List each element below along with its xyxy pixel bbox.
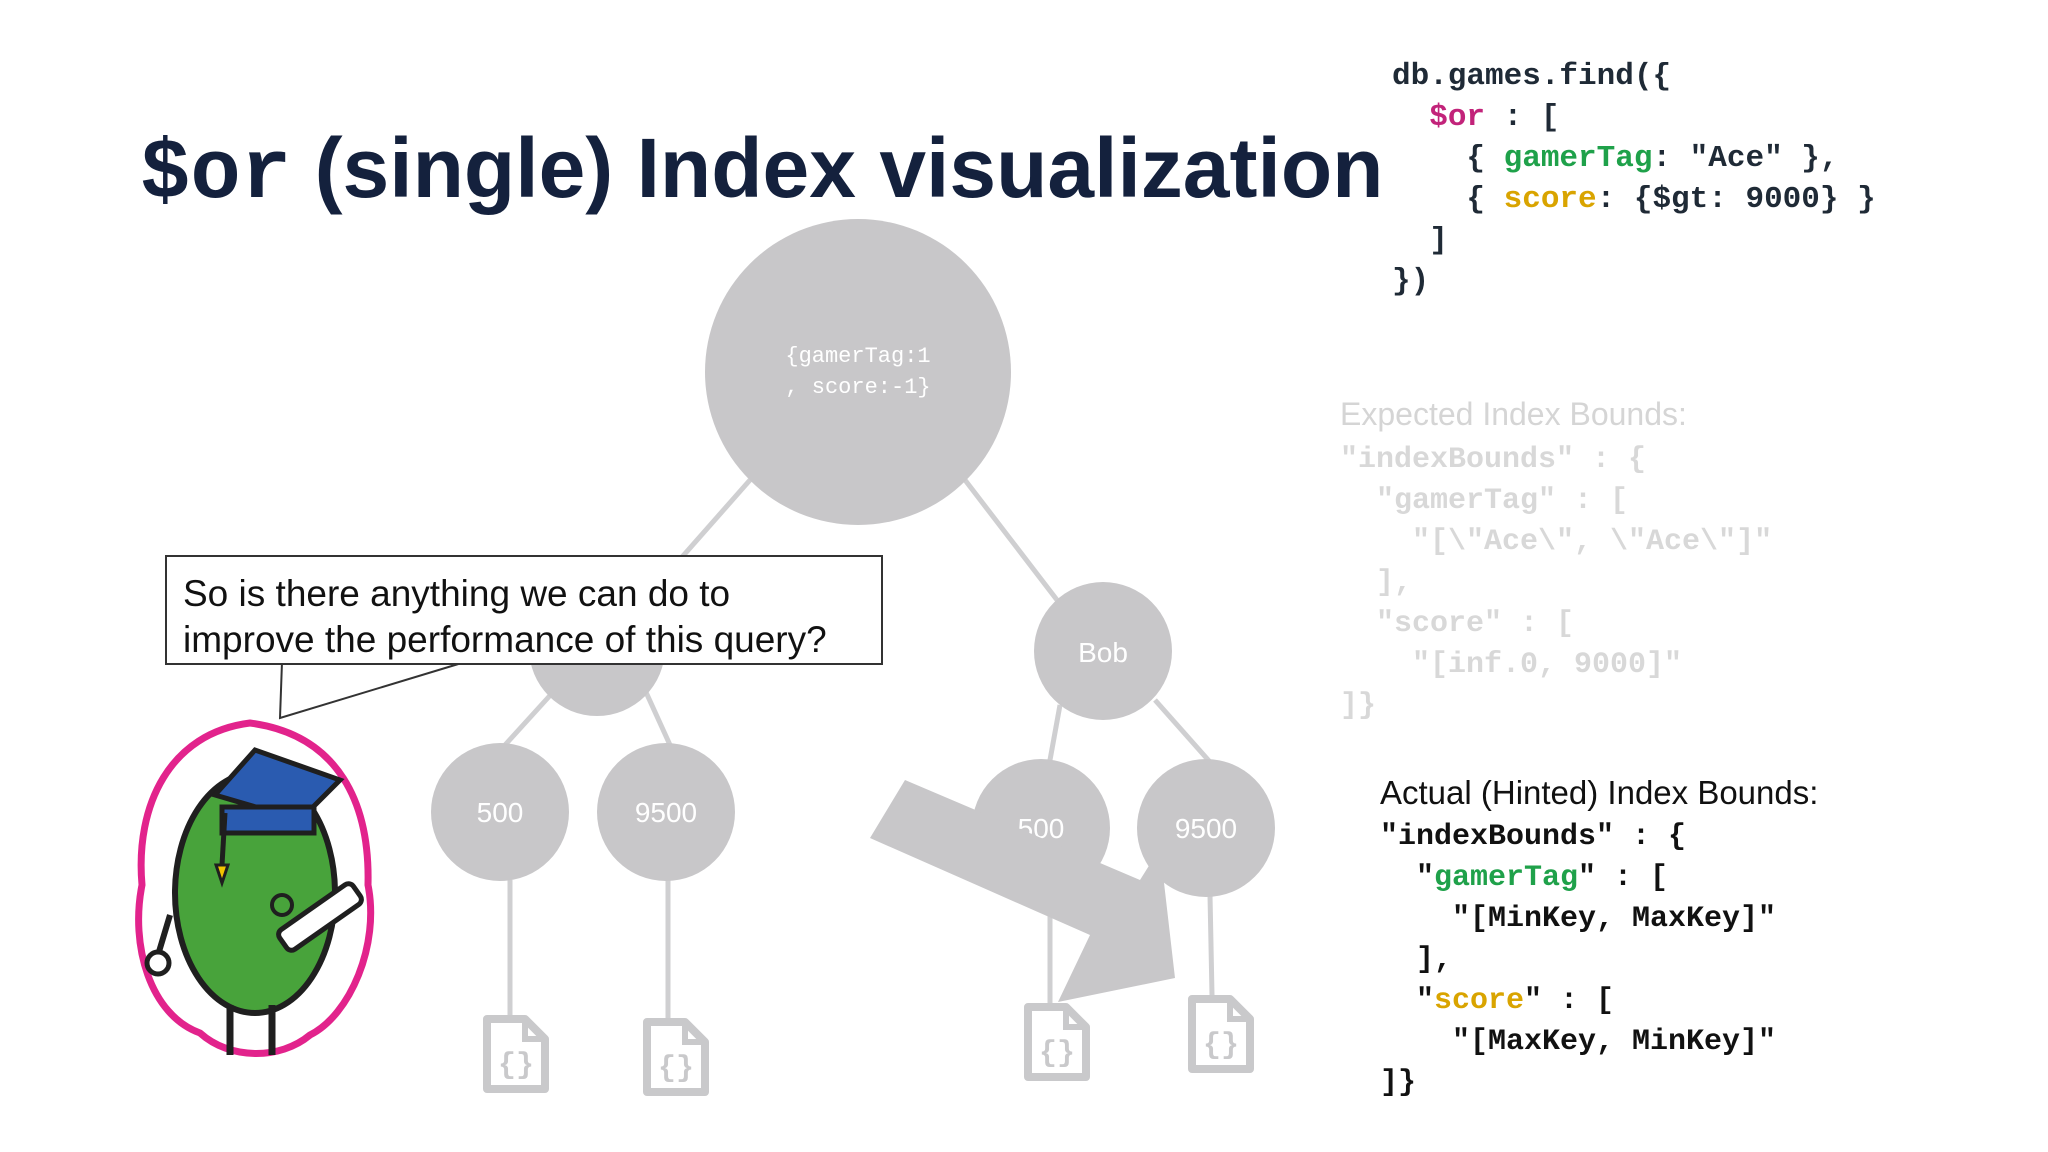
- actual-bounds-token: "[MaxKey, MinKey]": [1380, 1025, 1777, 1059]
- edge-leaf4-doc: [1207, 894, 1215, 996]
- document-braces-icon-2: {}: [643, 1018, 709, 1096]
- query-line: { score: {$gt: 9000} }: [1392, 179, 1876, 220]
- query-token: db.games.find({: [1392, 59, 1672, 94]
- actual-bounds-line: "gamerTag" : [: [1380, 858, 1776, 899]
- leaf-node-1: [431, 743, 569, 881]
- actual-bounds-line: ],: [1380, 940, 1776, 981]
- expected-bounds-line: "[inf.0, 9000]": [1340, 648, 1683, 682]
- leaf-label-1: 500: [477, 797, 524, 828]
- query-token: gamerTag: [1503, 141, 1653, 176]
- actual-bounds-token: " : [: [1578, 861, 1669, 895]
- query-token: {: [1392, 182, 1504, 217]
- expected-bounds-line: ],: [1340, 566, 1413, 600]
- leaf-node-2: [597, 743, 735, 881]
- query-token: {: [1392, 141, 1504, 176]
- query-token: $or: [1429, 100, 1486, 135]
- svg-text:{}: {}: [658, 1052, 694, 1086]
- document-braces-icon-1: {}: [483, 1015, 549, 1093]
- query-line: }): [1392, 261, 1876, 302]
- actual-bounds-token: "[MinKey, MaxKey]": [1380, 902, 1777, 936]
- expected-bounds-line: "score" : [: [1340, 607, 1575, 641]
- document-braces-icon-4: {}: [1188, 995, 1254, 1073]
- expected-bounds-title: Expected Index Bounds:: [1340, 396, 1687, 432]
- query-line: { gamerTag: "Ace" },: [1392, 138, 1876, 179]
- svg-text:{}: {}: [498, 1049, 534, 1083]
- query-token: }): [1392, 264, 1430, 299]
- edge-right-leaf3: [1047, 704, 1063, 761]
- actual-bounds-token: ],: [1380, 943, 1453, 977]
- page-title: $or (single) Index visualization: [140, 120, 1383, 223]
- leaf-graduate-mascot: [135, 719, 375, 1057]
- actual-bounds-token: " : [: [1524, 984, 1615, 1018]
- query-token: score: [1503, 182, 1597, 217]
- arrow-down-right-icon: [870, 780, 1175, 1002]
- leaf-node-4: [1137, 759, 1275, 897]
- actual-bounds-line: ]}: [1380, 1063, 1776, 1104]
- svg-text:{}: {}: [1203, 1029, 1239, 1063]
- query-token: ]: [1392, 223, 1448, 258]
- speech-bubble: So is there anything we can do to improv…: [165, 555, 883, 665]
- root-node: [705, 219, 1011, 525]
- right-node: [1034, 582, 1172, 720]
- edge-right-leaf4: [1153, 698, 1212, 764]
- actual-bounds-token: "indexBounds" : {: [1380, 820, 1687, 854]
- expected-bounds-line: ]}: [1340, 689, 1377, 723]
- right-node-label: Bob: [1078, 637, 1128, 668]
- actual-bounds-code: "indexBounds" : { "gamerTag" : [ "[MinKe…: [1380, 817, 1776, 1104]
- actual-bounds-title: Actual (Hinted) Index Bounds:: [1380, 774, 1819, 811]
- actual-bounds-token: gamerTag: [1434, 861, 1579, 895]
- actual-bounds-line: "[MinKey, MaxKey]": [1380, 899, 1776, 940]
- speech-bubble-tail: [278, 661, 466, 720]
- svg-text:{}: {}: [1039, 1037, 1075, 1071]
- expected-bounds-line: "[\"Ace\", \"Ace\"]": [1340, 525, 1773, 559]
- title-symbol: $or: [140, 128, 292, 223]
- leaf-label-2: 9500: [635, 797, 697, 828]
- actual-bounds-token: ": [1380, 984, 1435, 1018]
- actual-bounds-token: ]}: [1380, 1066, 1417, 1100]
- root-label-line1: {gamerTag:1: [785, 344, 930, 369]
- query-line: db.games.find({: [1392, 56, 1876, 97]
- query-token: : {$gt: 9000} }: [1596, 182, 1876, 217]
- actual-bounds-token: ": [1380, 861, 1435, 895]
- edge-left-leaf1: [503, 688, 557, 747]
- root-label-line2: , score:-1}: [785, 375, 930, 400]
- edge-left-leaf2: [642, 688, 673, 747]
- actual-bounds-line: "indexBounds" : {: [1380, 817, 1776, 858]
- document-braces-icon-3: {}: [1024, 1003, 1090, 1081]
- title-text: (single) Index visualization: [314, 121, 1384, 215]
- query-code: db.games.find({ $or : [ { gamerTag: "Ace…: [1392, 56, 1876, 302]
- actual-bounds-line: "[MaxKey, MinKey]": [1380, 1022, 1776, 1063]
- query-token: : [: [1485, 100, 1560, 135]
- actual-bounds-line: "score" : [: [1380, 981, 1776, 1022]
- expected-bounds-line: "indexBounds" : {: [1340, 443, 1647, 477]
- expected-bounds-code: "indexBounds" : { "gamerTag" : [ "[\"Ace…: [1340, 440, 1772, 727]
- query-line: $or : [: [1392, 97, 1876, 138]
- actual-bounds-token: score: [1434, 984, 1525, 1018]
- query-line: ]: [1392, 220, 1876, 261]
- query-token: : "Ace" },: [1652, 141, 1839, 176]
- leaf-label-4: 9500: [1175, 813, 1237, 844]
- expected-bounds-line: "gamerTag" : [: [1340, 484, 1629, 518]
